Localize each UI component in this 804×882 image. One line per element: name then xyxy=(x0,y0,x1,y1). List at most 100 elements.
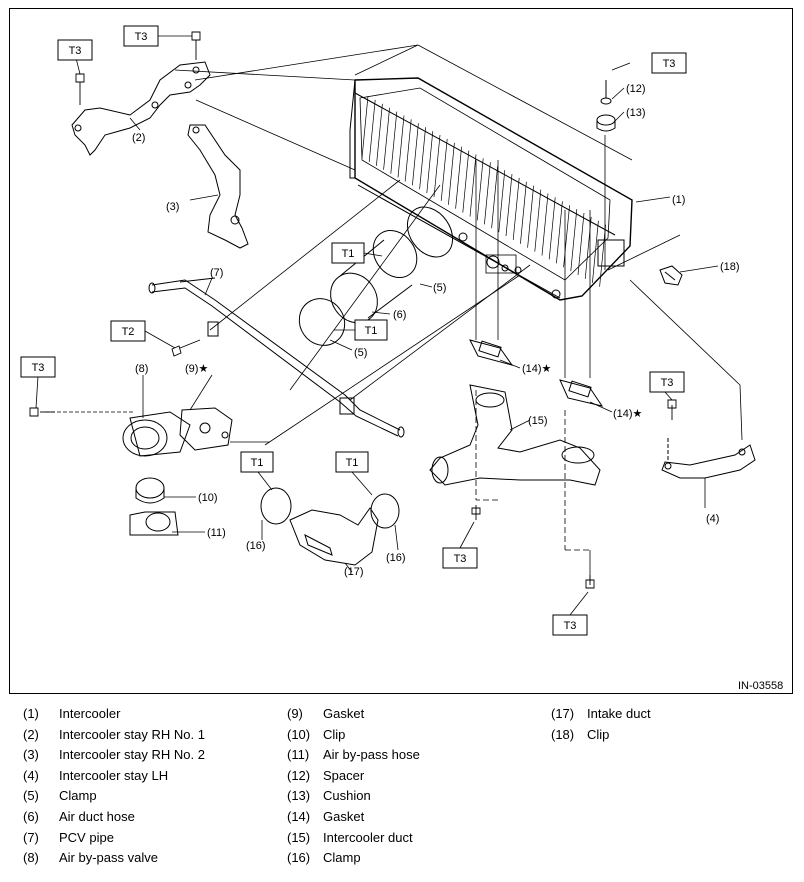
callout: (14)★ xyxy=(522,363,552,375)
callout: (16) xyxy=(386,552,406,564)
svg-text:T1: T1 xyxy=(346,457,359,469)
svg-text:T3: T3 xyxy=(32,362,45,374)
callout: (5) xyxy=(354,347,367,359)
figure-id: IN-03558 xyxy=(738,680,784,692)
torque-label: T2 xyxy=(110,320,146,342)
bolts xyxy=(29,31,677,589)
cooling-fin xyxy=(361,95,369,159)
torque-label: T1 xyxy=(335,451,369,473)
gasket-14b-part xyxy=(559,379,604,407)
torque-labels: T3 T3 T3 T1 T1 T2 T3 T3 T1 T1 T3 T3 xyxy=(20,25,687,636)
svg-text:T1: T1 xyxy=(342,248,355,260)
callout: (7) xyxy=(210,267,223,279)
air-bypass-valve-part xyxy=(122,407,233,457)
cooling-fin xyxy=(548,197,556,260)
intercooler-duct-part xyxy=(429,384,601,486)
cooling-fin xyxy=(476,158,484,221)
callout: (3) xyxy=(166,201,179,213)
torque-label: T3 xyxy=(552,614,588,636)
cooling-fin xyxy=(368,99,376,162)
cooling-fin xyxy=(419,127,426,190)
exploded-diagram: T3 T3 T3 T1 T1 T2 T3 T3 T1 T1 T3 T3 (1) … xyxy=(20,25,756,636)
cooling-fin xyxy=(563,205,570,268)
callout: (15) xyxy=(528,415,548,427)
diagram-frame xyxy=(9,8,793,694)
torque-label: T3 xyxy=(20,356,56,378)
stay-lh-part xyxy=(661,438,756,479)
torque-label: T3 xyxy=(649,371,685,393)
callout: (14)★ xyxy=(613,408,643,420)
cooling-fin xyxy=(404,119,412,182)
clamp-16b-part xyxy=(370,493,400,529)
cooling-fin xyxy=(484,162,491,225)
pcv-pipe-part xyxy=(148,277,405,438)
cooling-fin xyxy=(426,131,434,194)
intercooler-part xyxy=(349,77,633,301)
svg-text:T3: T3 xyxy=(454,553,467,565)
cooling-fin xyxy=(520,181,527,244)
cooling-fin xyxy=(469,154,477,217)
gasket-14a-part xyxy=(469,339,514,366)
callout: (13) xyxy=(626,107,646,119)
cooling-fin xyxy=(577,212,585,276)
cooling-fin xyxy=(433,134,441,198)
callout: (17) xyxy=(344,566,364,578)
clip-10-part xyxy=(135,477,165,504)
callout: (2) xyxy=(132,132,145,144)
cooling-fin xyxy=(462,150,470,213)
svg-text:T3: T3 xyxy=(135,31,148,43)
spacer-part xyxy=(600,80,612,105)
cooling-fin xyxy=(512,177,520,240)
cooling-fin xyxy=(592,220,599,283)
stay-rh-no1-part xyxy=(71,61,211,156)
torque-label: T1 xyxy=(331,242,365,264)
cooling-fin xyxy=(527,185,534,248)
cooling-fin xyxy=(505,173,513,237)
callout: (8) xyxy=(135,363,148,375)
svg-text:T3: T3 xyxy=(69,45,82,57)
cooling-fin xyxy=(498,170,506,233)
cooling-fin xyxy=(570,209,578,272)
torque-label: T3 xyxy=(57,39,93,61)
torque-label: T1 xyxy=(240,451,274,473)
cooling-fin xyxy=(376,103,383,166)
svg-text:T1: T1 xyxy=(365,325,378,337)
torque-label: T1 xyxy=(354,319,388,341)
cooling-fin xyxy=(440,138,448,201)
cooling-fin xyxy=(534,189,542,252)
svg-text:T3: T3 xyxy=(564,620,577,632)
callout: (16) xyxy=(246,540,266,552)
cooling-fin xyxy=(397,115,405,178)
cooling-fin xyxy=(556,201,563,264)
clamp-16a-part xyxy=(260,487,292,525)
cooling-fin xyxy=(491,166,498,229)
parts-legend: (1)Intercooler (2)Intercooler stay RH No… xyxy=(23,706,651,866)
torque-label: T3 xyxy=(442,547,478,569)
callouts: (1) (2) (3) (4) (5) (5) (6) (7) (8) (9)★… xyxy=(132,83,740,578)
callout: (6) xyxy=(393,309,406,321)
cooling-fin xyxy=(383,107,390,170)
intake-duct-part xyxy=(289,507,379,566)
callout: (9)★ xyxy=(185,363,208,375)
svg-text:T3: T3 xyxy=(663,58,676,70)
stay-rh-no2-part xyxy=(187,124,249,249)
bypass-hose-part xyxy=(129,511,179,536)
callout: (4) xyxy=(706,513,719,525)
callout: (11) xyxy=(207,527,226,539)
callout: (5) xyxy=(433,282,446,294)
cooling-fin xyxy=(448,142,455,205)
cooling-fin xyxy=(412,123,419,186)
svg-text:T3: T3 xyxy=(661,377,674,389)
callout: (18) xyxy=(720,261,740,273)
callout: (10) xyxy=(198,492,218,504)
torque-label: T3 xyxy=(123,25,159,47)
cooling-fin xyxy=(390,111,398,174)
clip-18-part xyxy=(659,265,683,286)
torque-label: T3 xyxy=(651,52,687,74)
cooling-fin xyxy=(455,146,462,209)
callout: (12) xyxy=(626,83,646,95)
callout: (1) xyxy=(672,194,685,206)
cooling-fin xyxy=(541,193,549,256)
svg-text:T1: T1 xyxy=(251,457,264,469)
cushion-part xyxy=(596,114,616,132)
